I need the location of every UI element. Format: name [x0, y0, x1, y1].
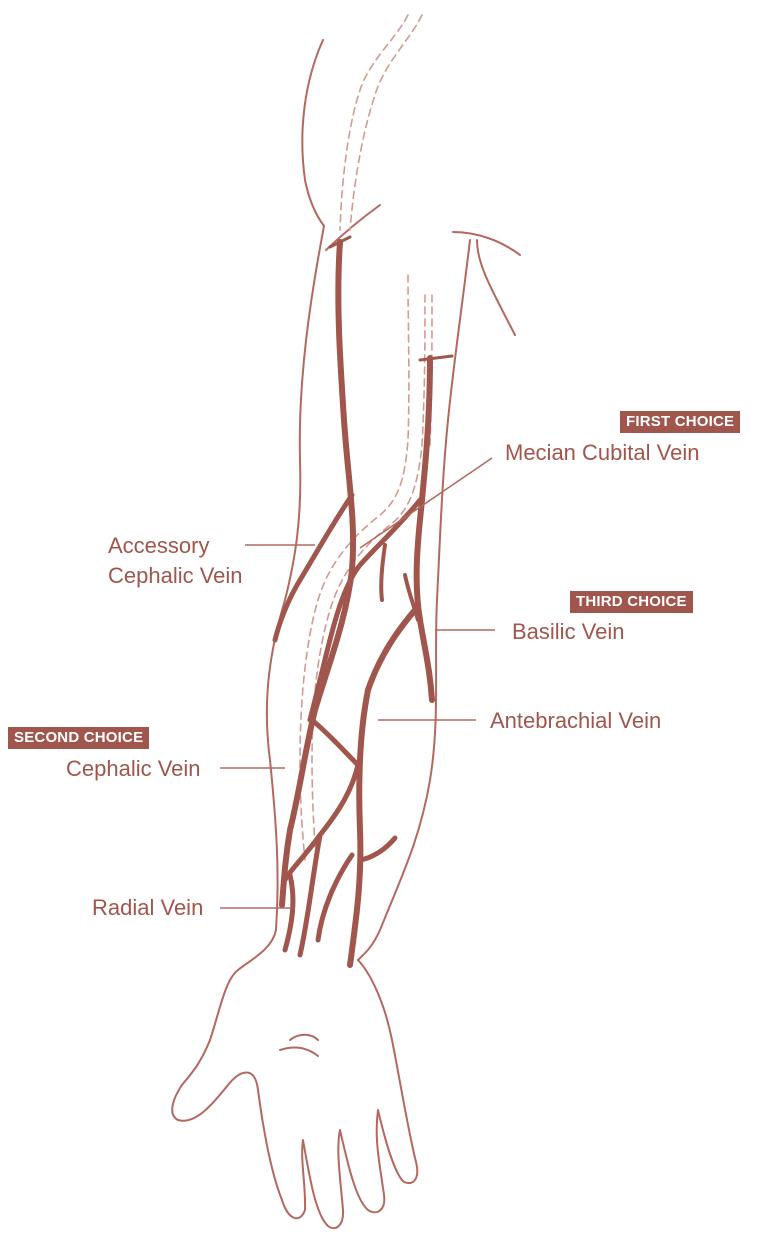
upper-arm-left-outline: [302, 40, 324, 226]
third-choice-badge: THIRD CHOICE: [570, 591, 693, 613]
second-choice-badge: SECOND CHOICE: [8, 727, 149, 749]
wrist-branch: [360, 838, 395, 860]
branch-vein-1: [381, 545, 385, 600]
median-cubital-vein-label: Mecian Cubital Vein: [505, 440, 699, 466]
radial-vein: [285, 835, 352, 955]
upper-arm-right-top: [453, 232, 520, 255]
radial-vein-label: Radial Vein: [92, 895, 203, 921]
first-choice-badge: FIRST CHOICE: [620, 411, 740, 433]
cephalic-vein-label: Cephalic Vein: [66, 756, 201, 782]
basilic-vein-label: Basilic Vein: [512, 619, 625, 645]
thumb-crease: [280, 1048, 318, 1056]
accessory-cephalic-vein-label-line1: Accessory: [108, 533, 209, 559]
upper-arm-right-outline: [477, 240, 515, 335]
arm-right-outline: [358, 240, 470, 960]
deep-vessel-upper-a: [340, 15, 408, 230]
deep-vessel-forearm-b: [312, 295, 425, 860]
hand-outline: [172, 960, 417, 1228]
antebrachial-vein: [350, 610, 415, 965]
accessory-cephalic-vein-label-line2: Cephalic Vein: [108, 563, 243, 589]
thumb-crease-2: [290, 1035, 318, 1040]
antebrachial-vein-label: Antebrachial Vein: [490, 708, 661, 734]
elbow-crease: [326, 205, 380, 250]
arm-left-outline: [238, 226, 324, 970]
